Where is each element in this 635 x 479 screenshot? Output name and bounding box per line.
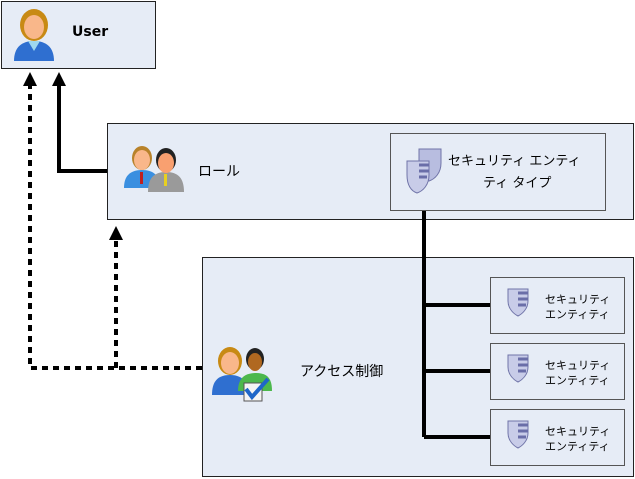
entity-2-label-line2: エンティティ <box>545 374 610 387</box>
role-group-icon <box>124 146 184 192</box>
arrowhead-access-role <box>109 226 123 240</box>
edge-role-user <box>57 84 107 173</box>
access-control-label: アクセス制御 <box>300 364 384 380</box>
access-control-icon <box>212 347 272 402</box>
user-label: User <box>72 24 109 40</box>
edge-access-user <box>28 86 202 370</box>
entity-3-label-line2: エンティティ <box>545 440 610 453</box>
entity-2-label-line1: セキュリティ <box>545 359 611 372</box>
entity-1-label-line1: セキュリティ <box>545 293 611 306</box>
user-icon <box>14 9 54 61</box>
shield-icon <box>507 288 529 317</box>
entity-3-label-line1: セキュリティ <box>545 425 611 438</box>
entity-node-2[interactable] <box>490 343 625 400</box>
arrowhead-role-user <box>52 72 66 86</box>
shield-icon <box>507 354 529 383</box>
entity-1-label-line2: エンティティ <box>545 308 610 321</box>
entity-type-label-line2: ティ タイプ <box>483 176 552 191</box>
entity-type-label-line1: セキュリティ エンティ <box>448 154 581 169</box>
shield-icon <box>507 420 529 449</box>
role-label: ロール <box>198 164 240 180</box>
double-shield-icon <box>406 148 442 194</box>
arrowhead-access-user <box>23 72 37 86</box>
